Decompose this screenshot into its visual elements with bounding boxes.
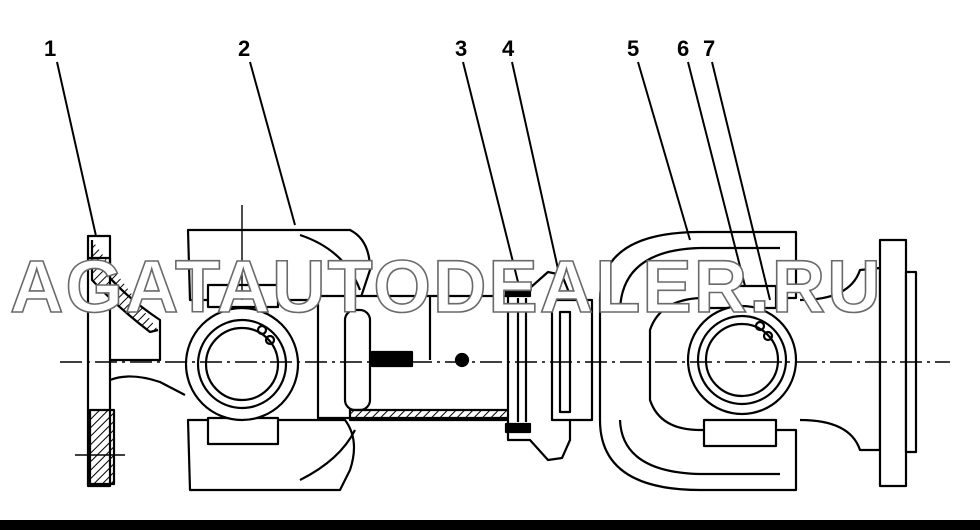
callout-4: 4	[502, 36, 515, 61]
bottom-border	[0, 520, 980, 530]
right-yoke	[598, 230, 798, 492]
callout-2: 2	[238, 36, 250, 61]
left-yoke	[186, 228, 372, 492]
callout-6: 6	[677, 36, 689, 61]
right-bearing	[686, 304, 798, 416]
callout-5: 5	[627, 36, 639, 61]
leader-lines	[56, 61, 771, 301]
callouts: 1 2 3 4 5 6 7	[44, 36, 715, 61]
left-flange	[86, 234, 186, 488]
callout-1: 1	[44, 36, 56, 61]
watermark: AGATAUTODEALER.RU	[10, 245, 883, 328]
callout-7: 7	[703, 36, 715, 61]
boot-seal	[504, 270, 594, 462]
left-bearing	[184, 306, 300, 422]
callout-3: 3	[455, 36, 467, 61]
